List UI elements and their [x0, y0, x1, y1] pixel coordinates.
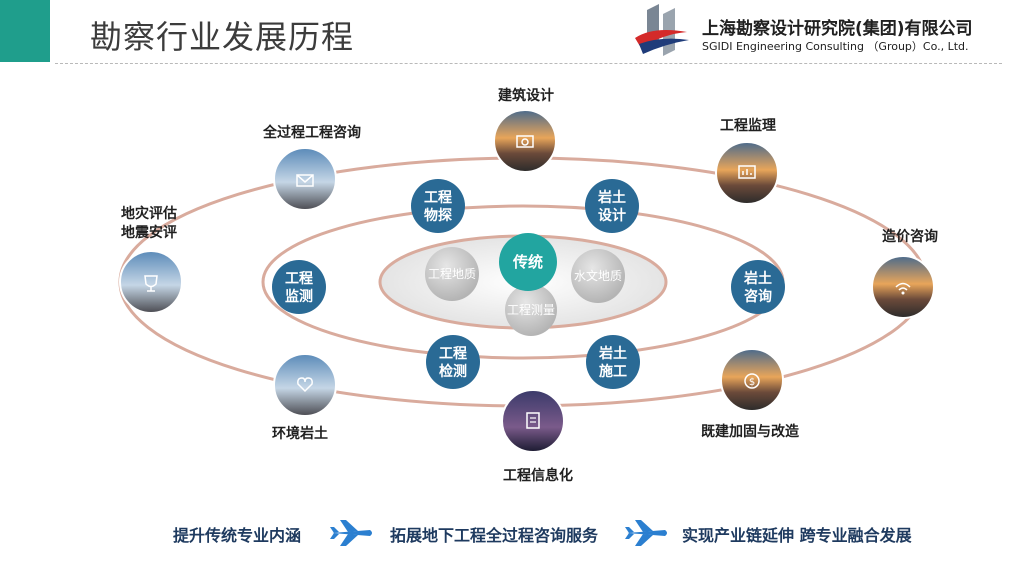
outer-label-hazard-2: 地震安评 [121, 224, 177, 241]
core-label-engineering-geology: 工程地质 [428, 266, 476, 281]
core-center-label: 传统 [512, 253, 543, 271]
svg-text:岩土: 岩土 [743, 270, 772, 287]
outer-node-hazard [119, 250, 183, 314]
middle-node-geophysics: 工程 物探 [411, 179, 465, 233]
progression-row: 提升传统专业内涵 拓展地下工程全过程咨询服务 实现产业链延伸 跨专业融合发展 [0, 518, 1024, 548]
svg-text:工程: 工程 [285, 271, 313, 287]
outer-node-cost [871, 255, 935, 319]
core-item-engineering-geology [425, 247, 479, 301]
svg-text:物探: 物探 [424, 207, 452, 224]
outer-label-supervision: 工程监理 [720, 117, 776, 134]
airplane-arrow-icon [625, 520, 667, 546]
core-label-hydrogeology: 水文地质 [574, 268, 622, 283]
outer-label-architecture: 建筑设计 [498, 87, 554, 104]
mail-icon [296, 174, 314, 187]
progression-step-2: 拓展地下工程全过程咨询服务 [390, 526, 599, 545]
outer-node-supervision [715, 141, 779, 205]
svg-text:检测: 检测 [439, 363, 467, 380]
svg-text:$: $ [749, 377, 755, 388]
outer-node-environment [273, 353, 337, 417]
svg-text:岩土: 岩土 [597, 189, 626, 206]
outer-label-reinforcement: 既建加固与改造 [701, 423, 799, 440]
outer-node-informatization [501, 389, 565, 453]
core-item-surveying [505, 284, 557, 336]
outer-label-environment: 环境岩土 [272, 425, 328, 442]
company-logo [635, 4, 689, 56]
middle-node-geotech-design: 岩土 设计 [585, 179, 639, 233]
accent-block [0, 0, 50, 62]
monitor-icon [738, 165, 756, 179]
document-icon [526, 412, 540, 429]
company-name-cn: 上海勘察设计研究院(集团)有限公司 [702, 19, 973, 39]
middle-node-monitoring: 工程 监测 [272, 260, 326, 314]
company-name-en: SGIDI Engineering Consulting （Group）Co.,… [702, 40, 969, 53]
middle-node-geotech-consulting: 岩土 咨询 [731, 260, 785, 314]
wifi-icon [895, 282, 911, 295]
outer-label-hazard-1: 地灾评估 [121, 205, 177, 222]
svg-text:工程: 工程 [439, 346, 467, 362]
outer-label-informatization: 工程信息化 [503, 467, 573, 484]
svg-text:设计: 设计 [598, 207, 626, 224]
core-center-node [499, 233, 557, 291]
coin-icon: $ [744, 373, 760, 389]
core-label-surveying: 工程测量 [507, 302, 555, 317]
airplane-arrow-icon [330, 520, 372, 546]
middle-node-construction: 岩土 施工 [586, 335, 640, 389]
svg-text:工程: 工程 [424, 190, 452, 206]
progression-step-1: 提升传统专业内涵 [173, 526, 302, 545]
svg-text:监测: 监测 [285, 288, 313, 305]
core-item-hydrogeology [571, 249, 625, 303]
outer-label-cost: 造价咨询 [882, 228, 938, 245]
outer-node-whole-process [273, 147, 337, 211]
header-divider [55, 63, 1002, 64]
camera-icon [516, 135, 534, 148]
svg-text:施工: 施工 [599, 363, 627, 380]
progression-step-3: 实现产业链延伸 跨专业融合发展 [682, 526, 912, 545]
outer-label-whole-process: 全过程工程咨询 [262, 124, 361, 141]
middle-node-testing: 工程 检测 [426, 335, 480, 389]
outer-node-reinforcement: $ [720, 348, 784, 412]
heart-icon [297, 377, 313, 393]
outer-node-architecture [493, 109, 557, 173]
svg-text:咨询: 咨询 [744, 288, 772, 305]
trophy-icon [144, 275, 158, 292]
svg-text:岩土: 岩土 [598, 345, 627, 362]
page-title: 勘察行业发展历程 [90, 18, 355, 56]
